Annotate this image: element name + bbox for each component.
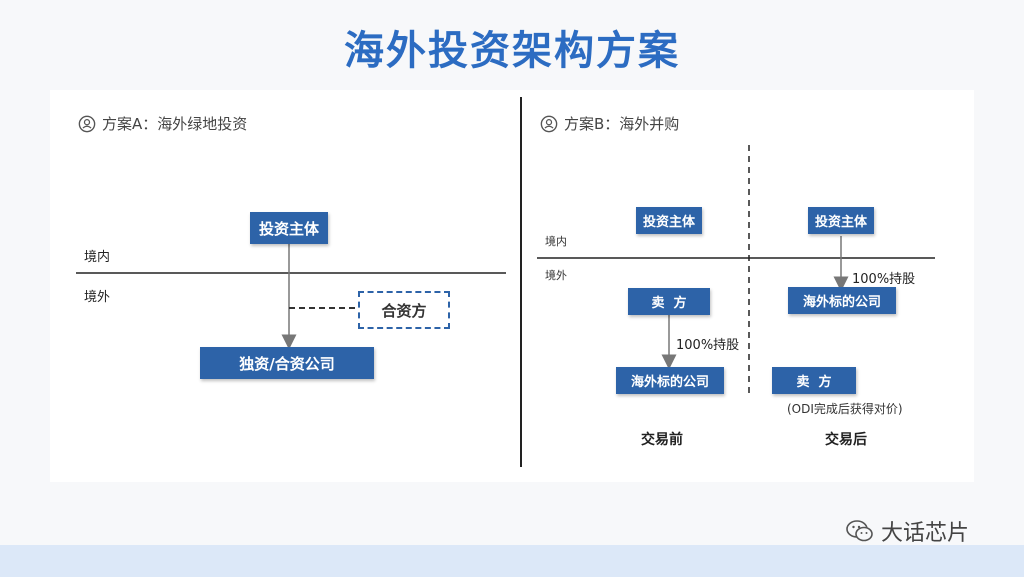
b-before-investor-box: 投资主体 [636,207,702,234]
watermark-text: 大话芯片 [881,521,970,546]
b-before-target-box: 海外标的公司 [616,367,724,394]
a-company-box: 独资/合资公司 [200,347,374,379]
bottom-band [0,545,1024,577]
b-after-caption: 交易后 [825,432,867,448]
b-after-seller-box: 卖 方 [772,367,856,394]
diagram-panel [50,90,974,482]
a-overseas-label: 境外 [84,290,111,305]
option-a-header-text: 方案A：海外绿地投资 [102,115,248,133]
a-investor-box: 投资主体 [250,212,328,244]
option-a-header: 方案A：海外绿地投资 [78,113,247,134]
b-after-holding-label: 100%持股 [852,272,916,287]
b-domestic-label: 境内 [545,235,567,248]
a-partner-box: 合资方 [358,291,450,329]
wechat-icon [846,520,873,542]
watermark: 大话芯片 [845,515,969,547]
user-icon [78,115,96,132]
a-domestic-label: 境内 [84,250,111,265]
b-overseas-label: 境外 [545,269,567,282]
b-after-investor-box: 投资主体 [808,207,874,234]
option-b-header: 方案B：海外并购 [540,113,679,134]
b-after-seller-note: (ODI完成后获得对价) [787,402,903,416]
b-before-seller-box: 卖 方 [628,288,710,315]
b-before-caption: 交易前 [641,432,683,448]
user-icon [540,115,558,132]
page-title: 海外投资架构方案 [344,28,680,74]
b-before-holding-label: 100%持股 [676,338,740,353]
option-b-header-text: 方案B：海外并购 [564,115,680,133]
b-after-target-box: 海外标的公司 [788,287,896,314]
